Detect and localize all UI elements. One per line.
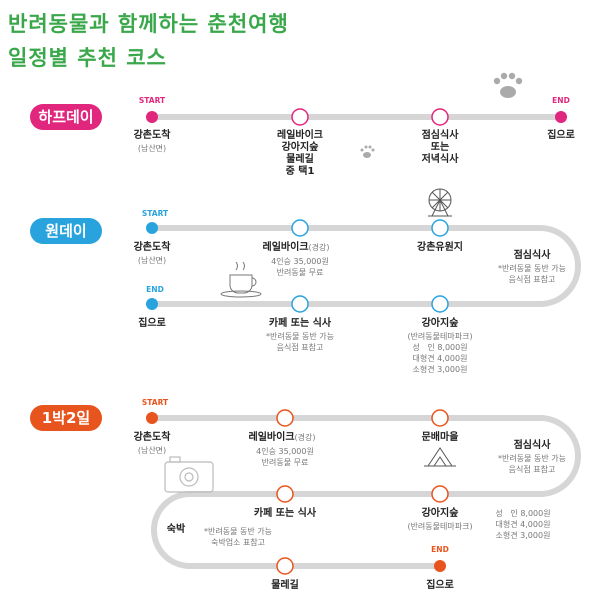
stop-label: 강촌도착 [133, 130, 171, 141]
stop-dot [291, 219, 309, 237]
badge-half-day: 하프데이 [30, 104, 102, 130]
stop-sub: *반려동물 동반 가능 음식점 표참고 [498, 264, 566, 284]
paw-icon [360, 145, 375, 158]
coffee-cup-icon [220, 261, 262, 298]
stop-label: 숙박 [166, 524, 186, 535]
stop-label: 물레길 [271, 580, 299, 591]
stop-sub: (반려동물테마파크) [407, 522, 473, 531]
stop-label: 강아지숲 [421, 318, 459, 329]
stop-dot [431, 409, 449, 427]
stop-label: 점심식사 또는 저녁식사 [421, 130, 459, 165]
start-marker: START [141, 209, 169, 218]
stop-dot [276, 557, 294, 575]
stop-sub: (남산면) [137, 144, 167, 153]
stop-label: 문배마을 [421, 432, 459, 443]
price-list: 성 인 8,000원 대형견 4,000원 소형견 3,000원 [495, 509, 551, 540]
paw-icon [493, 72, 523, 98]
page-subtitle: 일정별 추천 코스 [8, 46, 167, 70]
stop-label: 점심식사 [513, 440, 551, 451]
ferris-wheel-icon [428, 188, 452, 217]
badge-two-day: 1박2일 [30, 405, 102, 431]
stop-label: 강아지숲 [421, 508, 459, 519]
stop-label: 레일바이크(경강) [248, 432, 316, 443]
stop-dot-end [434, 560, 446, 572]
stop-dot-start [146, 222, 158, 234]
start-marker: START [138, 96, 166, 105]
stop-label: 집으로 [547, 130, 575, 141]
stop-dot-start [146, 111, 158, 123]
stop-label: 카페 또는 식사 [268, 318, 332, 329]
end-marker: END [552, 96, 570, 105]
camera-icon [164, 456, 214, 493]
stop-dot [431, 219, 449, 237]
stop-label: 강촌도착 [133, 432, 171, 443]
stop-dot-end [146, 298, 158, 310]
stop-dot [291, 295, 309, 313]
stop-sub: 4인승 35,000원 반려동물 무료 [256, 447, 314, 467]
stop-sub: *반려동물 동반 가능 음식점 표참고 [498, 454, 566, 474]
end-marker: END [146, 285, 164, 294]
stop-dot-end [555, 111, 567, 123]
stop-dot [276, 409, 294, 427]
stop-dot [291, 108, 309, 126]
stop-label: 레일바이크(경강) [262, 242, 330, 253]
badge-one-day: 원데이 [30, 218, 102, 244]
stop-label: 레일바이크 강아지숲 물레길 중 택1 [277, 130, 323, 177]
stop-dot [431, 108, 449, 126]
stop-dot [431, 485, 449, 503]
stop-label: 강촌도착 [133, 242, 171, 253]
stop-sub: (남산면) [137, 446, 167, 455]
stop-dot-start [146, 412, 158, 424]
stop-sub: (남산면) [137, 256, 167, 265]
stop-label: 집으로 [138, 318, 166, 329]
stop-sub: *반려동물 동반 가능 숙박업소 표참고 [204, 527, 272, 547]
stop-label: 강촌유원지 [417, 242, 463, 253]
end-marker: END [431, 545, 449, 554]
stop-sub: 4인승 35,000원 반려동물 무료 [271, 257, 329, 277]
stop-label: 집으로 [426, 580, 454, 591]
stop-dot [276, 485, 294, 503]
stop-sub: (반려동물테마파크) 성 인 8,000원 대형견 4,000원 소형견 3,0… [407, 332, 473, 374]
stop-label: 점심식사 [513, 250, 551, 261]
stop-dot [431, 295, 449, 313]
page-title: 반려동물과 함께하는 춘천여행 [8, 12, 289, 36]
stop-label: 카페 또는 식사 [253, 508, 317, 519]
stop-sub: *반려동물 동반 가능 음식점 표참고 [266, 332, 334, 352]
mountain-village-icon [424, 447, 456, 467]
start-marker: START [141, 398, 169, 407]
